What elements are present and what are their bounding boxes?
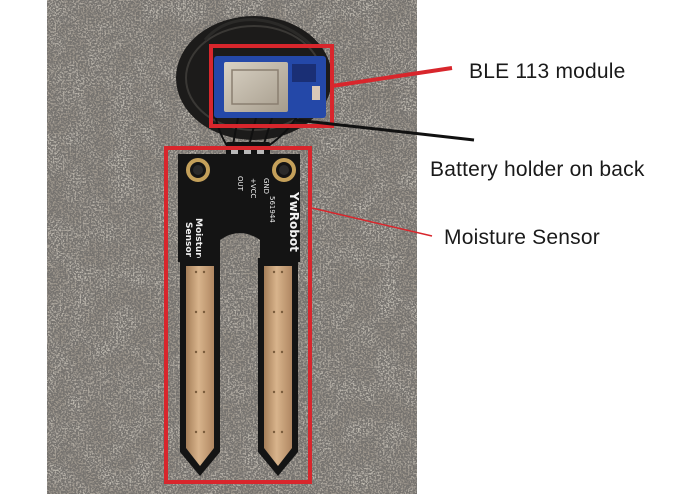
- moisture-sensor-highlight-box: [164, 146, 312, 484]
- pcb-pin-vcc: +VCC: [249, 178, 257, 199]
- mount-hole-left: [186, 158, 210, 182]
- moisture-sensor-leader-line: [311, 207, 433, 237]
- ble-module-leader-line: [331, 66, 453, 88]
- electrode-vias: [194, 270, 284, 434]
- ble-module: [214, 56, 326, 118]
- pcb-brand: YwRobot: [287, 191, 301, 252]
- battery-holder-leader-line: [295, 118, 475, 142]
- pcb-part-number: 561944: [268, 196, 276, 223]
- pcb-pin-out: OUT: [236, 176, 244, 192]
- mount-hole-right: [272, 158, 296, 182]
- label-moisture-sensor: Moisture Sensor: [444, 226, 600, 249]
- moisture-sensor-board: Moisture Sensor OUT +VCC GND 561944 YwRo…: [178, 154, 301, 476]
- pcb-title-line1: Moisture: [193, 218, 203, 263]
- pcb-title-line2: Sensor: [183, 222, 193, 258]
- pcb-pin-gnd: GND: [262, 178, 270, 194]
- label-battery-holder: Battery holder on back: [430, 158, 645, 181]
- label-ble-module: BLE 113 module: [469, 60, 626, 83]
